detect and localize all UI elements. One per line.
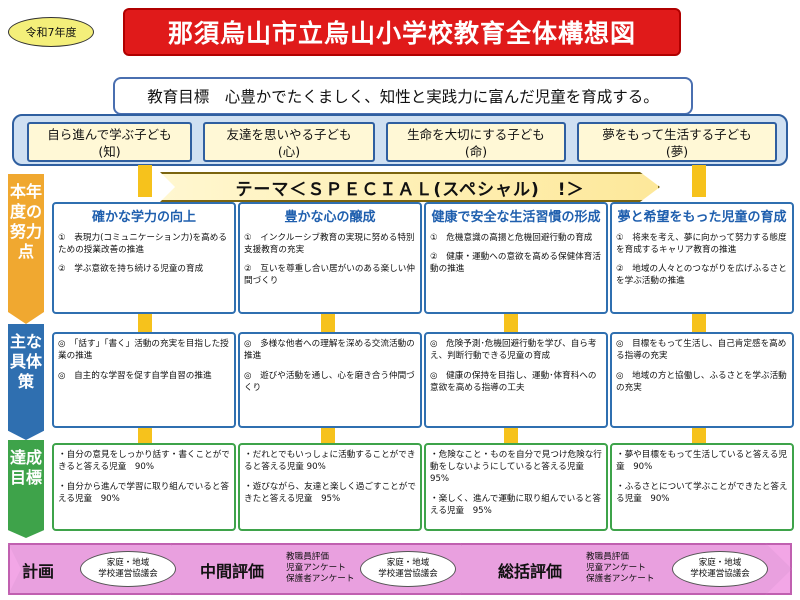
strategy-card-health: ◎ 危険予測･危機回避行動を学び、自ら考え、判断行動できる児童の育成 ◎ 健康の… xyxy=(424,332,608,428)
target-item: ・遊びながら、友達と楽しく過ごすことができたと答える児童 95% xyxy=(244,482,416,504)
effort-item: ② 互いを尊重し合い居がいのある楽しい仲間づくり xyxy=(244,264,415,286)
child-box-dream: 夢をもって生活する子ども (夢) xyxy=(577,122,777,162)
target-item: ・危険なこと・ものを自分で見つけ危険な行動をしないようにしていると答える児童 9… xyxy=(430,450,602,484)
effort-title: 夢と希望をもった児童の育成 xyxy=(617,210,787,225)
connector-bar xyxy=(321,425,335,447)
target-card-dream: ・夢や目標をもって生活していると答える児童 90% ・ふるさとについて学ぶことが… xyxy=(610,443,794,531)
child-label: 友達を思いやる子ども xyxy=(226,127,352,142)
strategy-item: ◎ 「話す」「書く」活動の充実を目指した授業の推進 xyxy=(58,339,229,361)
target-card-heart: ・だれとでもいっしょに活動することができると答える児童 90% ・遊びながら、友… xyxy=(238,443,422,531)
effort-card-academic: 確かな学力の向上 ① 表現力(コミュニケーション力)を高めるための授業改善の推進… xyxy=(52,202,236,314)
effort-card-dream: 夢と希望をもった児童の育成 ① 将来を考え、夢に向かって努力する態度を育成するキ… xyxy=(610,202,794,314)
target-item: ・だれとでもいっしょに活動することができると答える児童 90% xyxy=(244,450,416,472)
child-box-heart: 友達を思いやる子ども (心) xyxy=(203,122,375,162)
strategy-card-academic: ◎ 「話す」「書く」活動の充実を目指した授業の推進 ◎ 自主的な学習を促す自学自… xyxy=(52,332,236,428)
effort-item: ② 地域の人々とのつながりを広げふるさとを学ぶ活動の推進 xyxy=(616,264,787,286)
target-item: ・自分から進んで学習に取り組んでいると答える児童 90% xyxy=(58,482,230,504)
row-label-effort: 本年度の努力点 xyxy=(8,174,44,324)
child-label: 自ら進んで学ぶ子ども xyxy=(47,127,172,142)
row-label-target: 達成目標 xyxy=(8,440,44,538)
effort-item: ② 健康・運動への意欲を高める保健体育活動の推進 xyxy=(430,252,601,274)
strategy-item: ◎ 多様な他者への理解を深める交流活動の推進 xyxy=(244,339,415,361)
target-item: ・ふるさとについて学ぶことができたと答える児童 90% xyxy=(616,482,788,504)
row-label-strategy: 主な具体策 xyxy=(8,324,44,440)
strategy-card-heart: ◎ 多様な他者への理解を深める交流活動の推進 ◎ 遊びや活動を通し、心を磨き合う… xyxy=(238,332,422,428)
target-card-academic: ・自分の意見をしっかり話す・書くことができると答える児童 90% ・自分から進ん… xyxy=(52,443,236,531)
child-sub: (命) xyxy=(464,144,488,159)
council-oval: 家庭・地域 学校運営協議会 xyxy=(672,551,768,587)
effort-item: ① 表現力(コミュニケーション力)を高めるための授業改善の推進 xyxy=(58,233,227,255)
strategy-item: ◎ 目標をもって生活し、自己肯定感を高める指導の充実 xyxy=(616,339,787,361)
effort-title: 豊かな心の醸成 xyxy=(284,210,376,225)
child-label: 生命を大切にする子ども xyxy=(407,127,545,142)
effort-title: 確かな学力の向上 xyxy=(91,210,196,225)
strategy-item: ◎ 地域の方と協働し、ふるさとを学ぶ活動の充実 xyxy=(616,371,787,393)
strategy-item: ◎ 危険予測･危機回避行動を学び、自ら考え、判断行動できる児童の育成 xyxy=(430,339,597,361)
effort-item: ① インクルーシブ教育の実現に努める特別支援教育の充実 xyxy=(244,233,415,255)
strategy-item: ◎ 遊びや活動を通し、心を磨き合う仲間づくり xyxy=(244,371,415,393)
child-sub: (知) xyxy=(98,144,121,159)
connector-bar xyxy=(138,425,152,447)
final-eval-notes: 教職員評価 児童アンケート 保護者アンケート xyxy=(586,552,655,584)
effort-title: 健康で安全な生活習慣の形成 xyxy=(431,210,601,225)
target-card-health: ・危険なこと・ものを自分で見つけ危険な行動をしないようにしていると答える児童 9… xyxy=(424,443,608,531)
council-oval: 家庭・地域 学校運営協議会 xyxy=(80,551,176,587)
connector-bar xyxy=(692,425,706,447)
year-badge: 令和7年度 xyxy=(8,17,94,47)
effort-item: ① 危機意識の高揚と危機回避行動の育成 xyxy=(430,233,593,243)
strategy-item: ◎ 自主的な学習を促す自学自習の推進 xyxy=(58,371,212,381)
child-box-life: 生命を大切にする子ども (命) xyxy=(386,122,566,162)
council-oval: 家庭・地域 学校運営協議会 xyxy=(360,551,456,587)
flow-final-label: 総括評価 xyxy=(498,562,563,581)
theme-banner: テーマ＜ＳＰＥＣＩＡＬ(スペシャル) !＞ xyxy=(160,172,660,202)
education-goal: 教育目標 心豊かでたくましく、知性と実践力に富んだ児童を育成する。 xyxy=(113,77,693,115)
child-sub: (心) xyxy=(277,144,301,159)
effort-item: ① 将来を考え、夢に向かって努力する態度を育成するキャリア教育の推進 xyxy=(616,233,787,255)
target-item: ・夢や目標をもって生活していると答える児童 90% xyxy=(616,450,787,472)
strategy-item: ◎ 健康の保持を目指し、運動･体育科への意欲を高める指導の工夫 xyxy=(430,371,597,393)
connector-bar xyxy=(138,165,152,197)
flow-plan-label: 計画 xyxy=(22,562,55,581)
child-sub: (夢) xyxy=(665,144,689,159)
strategy-card-dream: ◎ 目標をもって生活し、自己肯定感を高める指導の充実 ◎ 地域の方と協働し、ふる… xyxy=(610,332,794,428)
target-item: ・自分の意見をしっかり話す・書くことができると答える児童 90% xyxy=(58,450,230,472)
target-item: ・楽しく、進んで運動に取り組んでいると答える児童 95% xyxy=(430,494,602,516)
effort-card-health: 健康で安全な生活習慣の形成 ① 危機意識の高揚と危機回避行動の育成 ② 健康・運… xyxy=(424,202,608,314)
flow-mid-label: 中間評価 xyxy=(200,562,265,581)
connector-bar xyxy=(692,165,706,197)
effort-card-heart: 豊かな心の醸成 ① インクルーシブ教育の実現に努める特別支援教育の充実 ② 互い… xyxy=(238,202,422,314)
mid-eval-notes: 教職員評価 児童アンケート 保護者アンケート xyxy=(286,552,355,584)
connector-bar xyxy=(504,425,518,447)
effort-item: ② 学ぶ意欲を持ち続ける児童の育成 xyxy=(58,264,204,274)
child-label: 夢をもって生活する子ども xyxy=(602,127,752,142)
child-box-knowledge: 自ら進んで学ぶ子ども (知) xyxy=(27,122,192,162)
page-title: 那須烏山市立烏山小学校教育全体構想図 xyxy=(123,8,681,56)
